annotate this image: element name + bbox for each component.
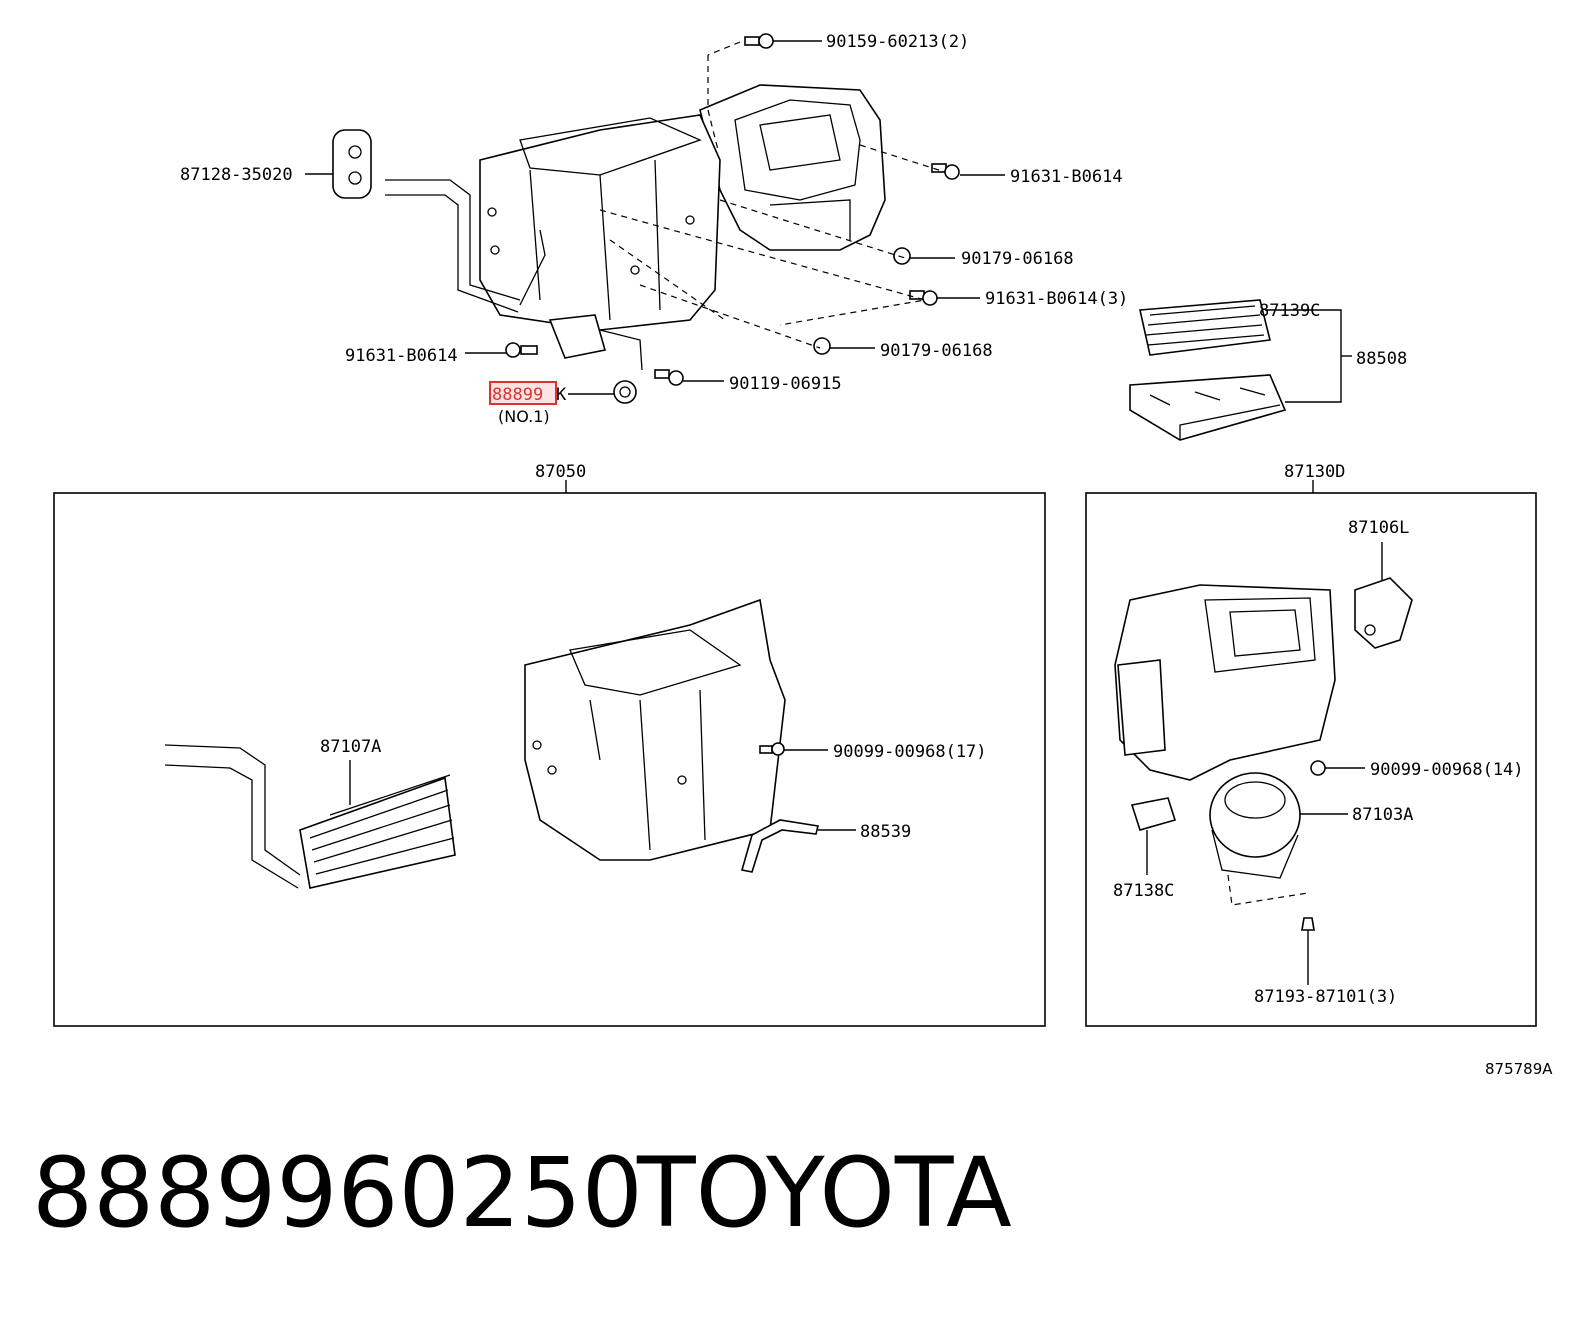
grommet-87128 [332,129,372,199]
screw-91631c-icon [505,342,538,358]
screw-90159-icon [744,33,774,49]
label-88899: 88899 [492,385,543,405]
label-87050: 87050 [535,462,586,482]
label-90099-14: 90099-00968(14) [1370,760,1524,780]
nut-90179b-icon [813,337,831,355]
screw-87193-icon [1301,917,1315,931]
screw-91631-3-icon [909,290,938,306]
part-number-title: 8889960250 [32,1137,643,1249]
label-87139c: 87139C [1259,301,1320,321]
highlighted-part-88899[interactable]: 88899 K [489,381,567,405]
heater-case-87050 [524,598,786,861]
screw-90099-17-icon [759,742,785,756]
label-90159: 90159-60213(2) [826,32,969,52]
screw-90099-14-icon [1310,760,1326,776]
screw-91631-icon [931,163,960,180]
screw-90119-icon [654,369,684,386]
label-87103a: 87103A [1352,805,1413,825]
label-87130d: 87130D [1284,462,1345,482]
diagram-ref-code: 875789A [1485,1060,1553,1078]
callout-labels: 90159-60213(2) 87128-35020 91631-B0614 9… [180,32,1553,1078]
label-90099-17: 90099-00968(17) [833,742,987,762]
heater-core-87107 [164,744,456,889]
nut-90179-icon [893,247,911,265]
hose-88539 [740,819,819,873]
cap-88899-icon [613,380,637,404]
fasteners [505,33,960,404]
air-filter-assembly [1129,299,1287,441]
label-90119: 90119-06915 [729,374,842,394]
servo-87106 [1354,577,1413,649]
label-87128: 87128-35020 [180,165,293,185]
brand-title: TOYOTA [637,1137,1012,1249]
label-88539: 88539 [860,822,911,842]
label-87138c: 87138C [1113,881,1174,901]
blower-motor-87103 [1209,772,1309,906]
label-91631a: 91631-B0614 [1010,167,1123,187]
dashed-guides [599,41,946,349]
label-no1-note: (NO.1) [498,407,550,426]
leader-lines [305,40,1383,985]
assembly-box-87130d [1085,492,1537,1027]
heater-unit-assembly [385,84,886,371]
label-87106l: 87106L [1348,518,1409,538]
label-90179a: 90179-06168 [961,249,1074,269]
label-91631c: 91631-B0614 [345,346,458,366]
label-91631b: 91631-B0614(3) [985,289,1128,309]
blower-case-87130d [1114,584,1336,781]
label-88899-suffix: K [556,385,567,405]
assembly-box-87050 [53,492,1046,1027]
label-90179b: 90179-06168 [880,341,993,361]
label-88508: 88508 [1356,349,1407,369]
label-87107a: 87107A [320,737,381,757]
resistor-87138 [1130,797,1177,831]
label-87193: 87193-87101(3) [1254,987,1397,1007]
